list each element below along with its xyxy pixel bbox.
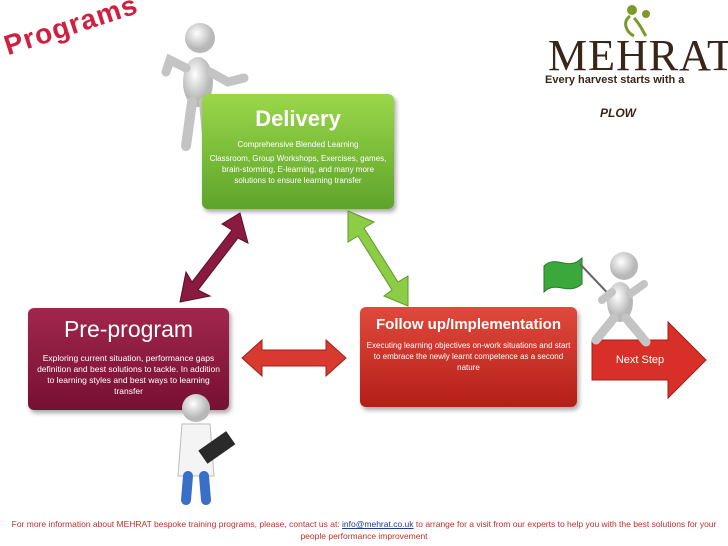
- logo-figure-icon: [624, 5, 650, 38]
- logo-tagline: Every harvest starts with a: [545, 74, 685, 86]
- follow-up-heading: Follow up/Implementation: [376, 316, 561, 333]
- contact-email-link[interactable]: info@mehrat.co.uk: [342, 519, 414, 529]
- footer-text-before: For more information about MEHRAT bespok…: [11, 519, 343, 529]
- next-step-arrow: [591, 320, 707, 400]
- delivery-heading: Delivery: [255, 106, 341, 131]
- footer-contact: For more information about MEHRAT bespok…: [6, 518, 722, 542]
- logo-tagline-plow: PLOW: [600, 106, 636, 120]
- delivery-subheading: Comprehensive Blended Learning: [237, 140, 359, 149]
- pre-program-heading: Pre-program: [63, 316, 194, 342]
- arrow-delivery-followup: [347, 210, 409, 307]
- arrow-delivery-preprogram: [179, 212, 249, 303]
- arrow-preprogram-followup: [241, 338, 347, 378]
- next-step-label: Next Step: [615, 354, 665, 366]
- pre-program-description: Exploring current situation, performance…: [37, 353, 220, 396]
- logo-wordmark: MEHRAT: [548, 31, 728, 80]
- follow-up-box: Follow up/Implementation Executing learn…: [360, 307, 577, 407]
- follow-up-description: Executing learning objectives on-work si…: [366, 341, 571, 372]
- delivery-box: Delivery Comprehensive Blended Learning …: [202, 94, 394, 209]
- footer-text-after: to arrange for a visit from our experts …: [300, 519, 717, 541]
- flag-figure-icon: [543, 252, 651, 347]
- doctor-figure-icon: [177, 394, 236, 505]
- pre-program-box: Pre-program Exploring current situation,…: [28, 308, 229, 410]
- delivery-description: Classroom, Group Workshops, Exercises, g…: [209, 154, 387, 185]
